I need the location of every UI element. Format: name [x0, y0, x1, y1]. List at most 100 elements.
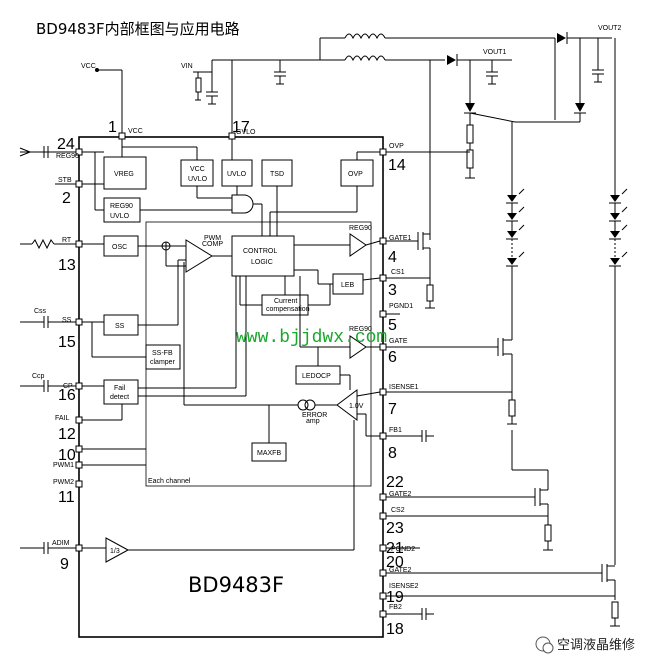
gate-driver-2-label: REG90 [349, 326, 372, 333]
pin-2-num: 2 [62, 190, 71, 207]
inductor-bottom [344, 55, 386, 62]
pin-17-name: GVLO [236, 129, 256, 136]
pin-21-num: 21 [386, 540, 404, 557]
pin-19-name: ISENSE2 [389, 583, 419, 590]
left-external: RT Css Ccp [19, 146, 76, 554]
maxfb-label: MAXFB [257, 450, 281, 457]
pin-11-name: PWM2 [53, 479, 74, 486]
rt-ext-label: RT [62, 237, 72, 244]
pin-6-name: GATE [389, 338, 408, 345]
pin-pwm1-name: PWM1 [53, 462, 74, 469]
ovp-label: OVP [348, 171, 363, 178]
vreg-block [103, 156, 147, 190]
ccp-label: Ccp [32, 373, 45, 380]
uvlo-label: UVLO [227, 171, 247, 178]
pin-10-num: 10 [58, 447, 76, 464]
pin-17-num: 17 [232, 119, 250, 136]
footer-brand-text: 空调液晶维修 [557, 638, 635, 653]
footer-brand: 空调液晶维修 [535, 636, 635, 654]
pin-13-num: 13 [58, 257, 76, 274]
adim-divider [105, 537, 130, 563]
error-amp-label-2: amp [306, 418, 320, 425]
reg90-uvlo-label-1: REG90 [110, 203, 133, 210]
pin-3-name: CS1 [391, 269, 405, 276]
pin-8-num: 8 [388, 445, 397, 462]
pin-12-name: FAIL [55, 415, 70, 422]
pin-1-name: VCC [128, 128, 143, 135]
reg90-uvlo-label-2: UVLO [110, 213, 130, 220]
pin-2-name: STB [58, 177, 72, 184]
control-logic-block [231, 235, 295, 277]
each-channel-label: Each channel [148, 478, 191, 485]
leb-label: LEB [341, 282, 355, 289]
pin-24-name: REG90 [56, 153, 79, 160]
watermark: www.bjjdwx.com [236, 328, 387, 348]
current-comp-label-2: compensation [266, 306, 310, 313]
vcc-uvlo-label-1: VCC [190, 166, 205, 173]
vref-label: 1.0V [349, 403, 364, 410]
pwm-comp-label-2: COMP [202, 241, 223, 248]
pin-1-num: 1 [108, 119, 117, 136]
fail-label-2: detect [110, 394, 129, 401]
internal-blocks: VREG VCC UVLO UVLO TSD OVP REG90 UVLO [82, 139, 381, 563]
pin-23-num: 23 [386, 520, 404, 537]
vcc-label: VCC [81, 63, 96, 70]
vreg-label: VREG [114, 171, 134, 178]
pin-19-num: 19 [386, 589, 404, 606]
current-comp-label-1: Current [274, 298, 297, 305]
vcc-uvlo-label-2: UVLO [188, 176, 208, 183]
inductor-top [344, 33, 386, 40]
pin-18-num: 18 [386, 621, 404, 638]
pin-12-num: 12 [58, 426, 76, 443]
pwm-comp-label-1: PWM [204, 235, 221, 242]
diagram-title: BD9483F内部框图与应用电路 [36, 20, 240, 38]
pin-22-name: GATE2 [389, 491, 412, 498]
error-amp-label-1: ERROR [302, 412, 327, 419]
vin-label: VIN [181, 63, 193, 70]
osc-label: OSC [112, 244, 127, 251]
gate-driver-1-label: REG90 [349, 225, 372, 232]
pin-22-num: 22 [386, 474, 404, 491]
led-string-2 [609, 38, 628, 565]
tsd-label: TSD [270, 171, 284, 178]
pin-5-name: PGND1 [389, 303, 413, 310]
pin-14-name: OVP [389, 143, 404, 150]
divider-label: 1/3 [110, 548, 120, 555]
pin-16-name: CP [63, 383, 73, 390]
pin-21-name: PGND2 [391, 546, 415, 553]
pin-23-name: CS2 [391, 507, 405, 514]
ledocp-label: LEDOCP [302, 373, 331, 380]
pin-9-num: 9 [60, 556, 69, 573]
control-label-2: LOGIC [251, 259, 273, 266]
supply-section: VCC VIN [81, 25, 621, 240]
and-gate [231, 194, 254, 214]
right-external [386, 151, 620, 627]
ss-label: SS [115, 323, 125, 330]
pin-7-name: ISENSE1 [389, 384, 419, 391]
pin-24-num: 24 [57, 136, 75, 153]
ssfb-label-1: SS-FB [152, 350, 173, 357]
pin-11-num: 11 [58, 489, 75, 506]
pin-7-num: 7 [388, 401, 397, 418]
fail-label-1: Fail [114, 385, 126, 392]
vout2-label: VOUT2 [598, 25, 621, 32]
left-pins: 24 REG90 2 STB 13 15 SS 16 CP 12 FAIL 10… [52, 136, 83, 573]
pin-20-name: GATE2 [389, 567, 412, 574]
pin-20-num: 20 [386, 554, 404, 571]
control-label-1: CONTROL [243, 248, 277, 255]
pin-16-num: 16 [58, 387, 76, 404]
pin-5-num: 5 [388, 317, 397, 334]
chip-name: BD9483F [188, 573, 284, 597]
gate-driver-1 [349, 233, 367, 257]
error-amp [336, 389, 358, 421]
fail-detect-block [103, 379, 139, 405]
pin-4-num: 4 [388, 249, 397, 266]
css-label: Css [34, 308, 47, 315]
pin-6-num: 6 [388, 349, 397, 366]
pin-15-num: 15 [58, 334, 76, 351]
pin-18-name: FB2 [389, 604, 402, 611]
pin-3-num: 3 [388, 282, 397, 299]
pwm-comparator [185, 239, 213, 273]
right-pins: OVP 14 GATE1 4 CS1 3 PGND1 5 GATE 6 ISEN… [379, 143, 419, 638]
